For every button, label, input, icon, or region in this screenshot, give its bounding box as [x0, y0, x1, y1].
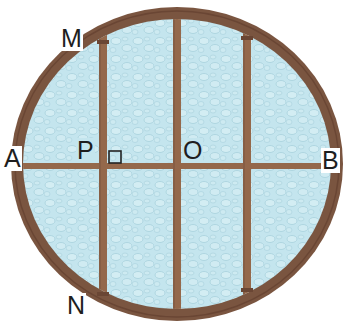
vertical-bar: [99, 10, 107, 320]
point-label: B: [321, 148, 340, 173]
point-label: M: [60, 26, 83, 51]
bar-cap: [241, 36, 253, 40]
point-label: N: [66, 293, 86, 318]
vertical-bar: [173, 10, 181, 320]
vertical-bar: [243, 10, 251, 320]
window-bars: [20, 10, 340, 320]
point-label: P: [76, 138, 95, 163]
point-label: O: [182, 138, 203, 163]
right-angle-mark: [109, 151, 121, 163]
point-label: A: [3, 146, 22, 171]
bar-cap: [241, 288, 253, 292]
bar-cap: [97, 292, 109, 296]
bar-cap: [97, 40, 109, 44]
window-frame: [11, 7, 343, 321]
